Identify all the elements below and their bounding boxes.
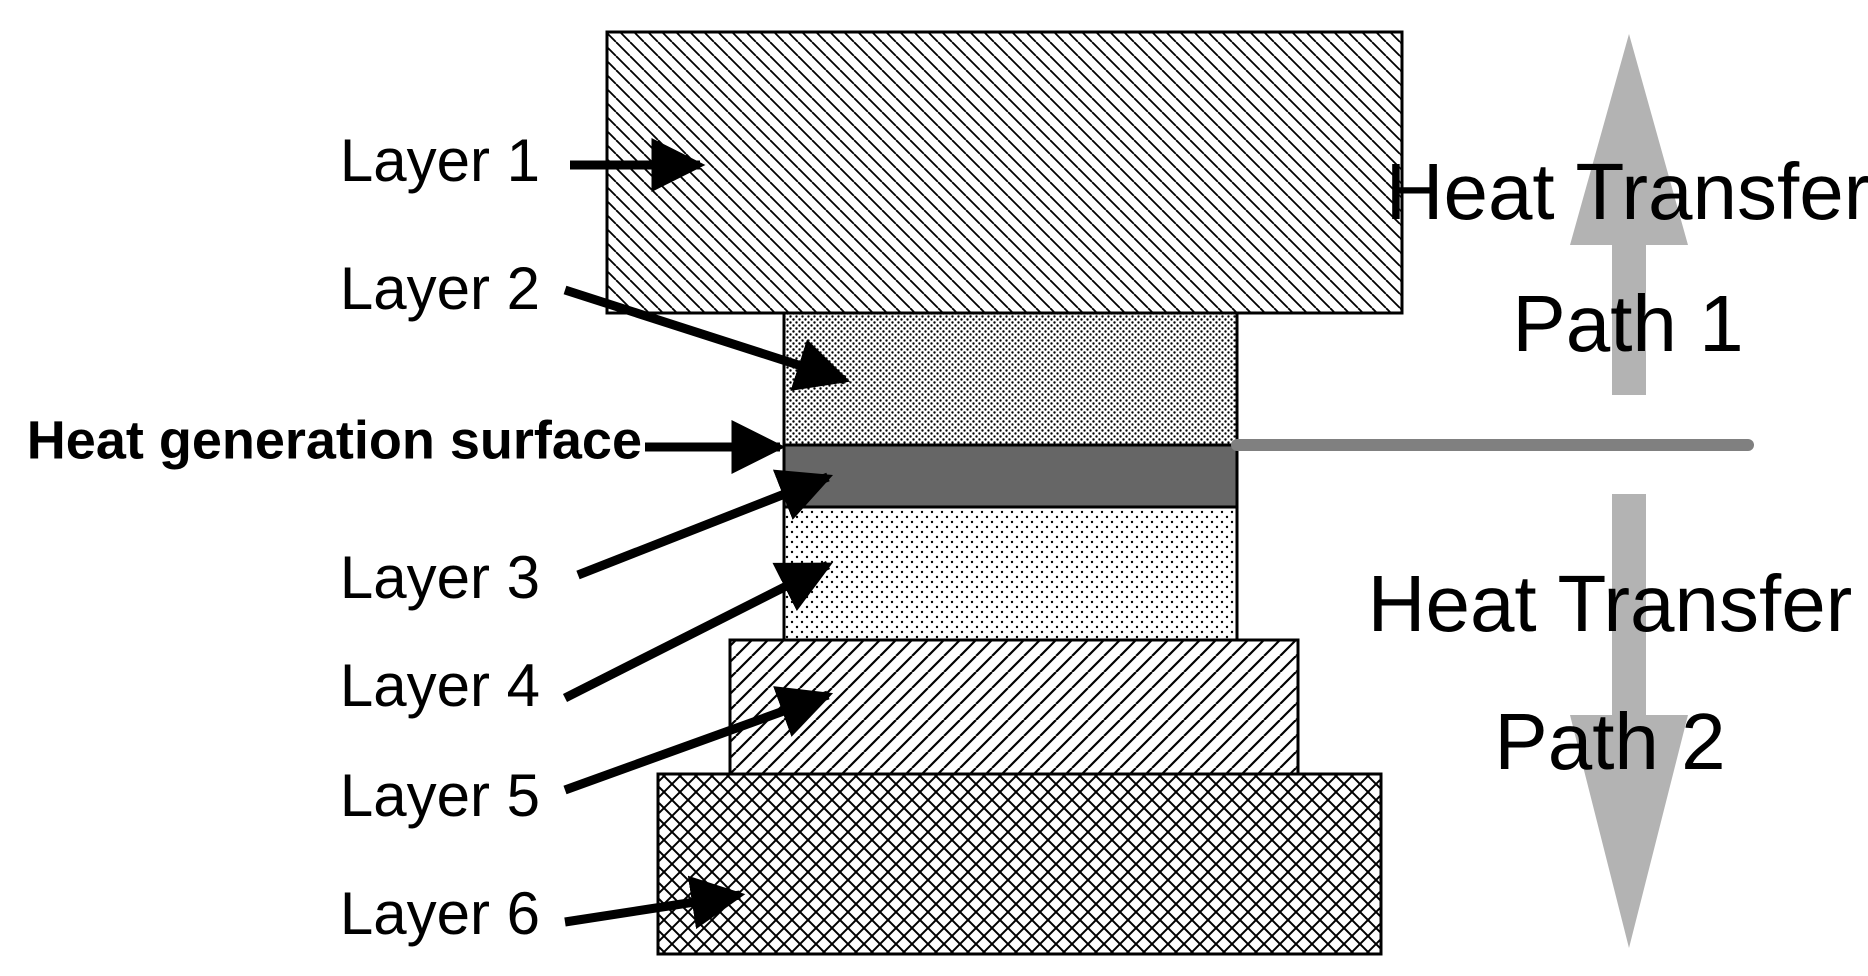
layer-2-block <box>782 311 1239 447</box>
layer-1-label: Layer 1 <box>340 127 540 194</box>
heat-path-1-arrow <box>1570 34 1688 395</box>
layer-3-label: Layer 3 <box>340 544 540 611</box>
layer-5-label: Layer 5 <box>340 762 540 829</box>
layer-6-label: Layer 6 <box>340 880 540 947</box>
layer-4-label: Layer 4 <box>340 652 540 719</box>
layer-4-block <box>782 505 1239 642</box>
layer-1-block <box>605 30 1404 315</box>
layer-6-block <box>656 772 1383 956</box>
heat-path-1-label-line2: Path 1 <box>1512 279 1743 368</box>
layer-3-arrow <box>576 469 834 580</box>
layer-2-label: Layer 2 <box>340 255 540 322</box>
heat-path-2-label-line2: Path 2 <box>1494 697 1725 786</box>
heat-path-1-label-line1: Heat Transfer <box>1386 147 1868 236</box>
heat-generation-surface-label: Heat generation surface <box>27 410 642 470</box>
layer-2-arrow <box>563 285 851 391</box>
layer-6-arrow <box>564 875 746 930</box>
heat-path-2-arrow <box>1570 494 1688 948</box>
layer-5-block <box>728 638 1300 776</box>
layer-4-arrow <box>562 560 833 703</box>
heat-path-2-label-line1: Heat Transfer <box>1368 559 1853 648</box>
layer-5-arrow <box>563 686 834 795</box>
layer-3-block <box>782 443 1239 509</box>
